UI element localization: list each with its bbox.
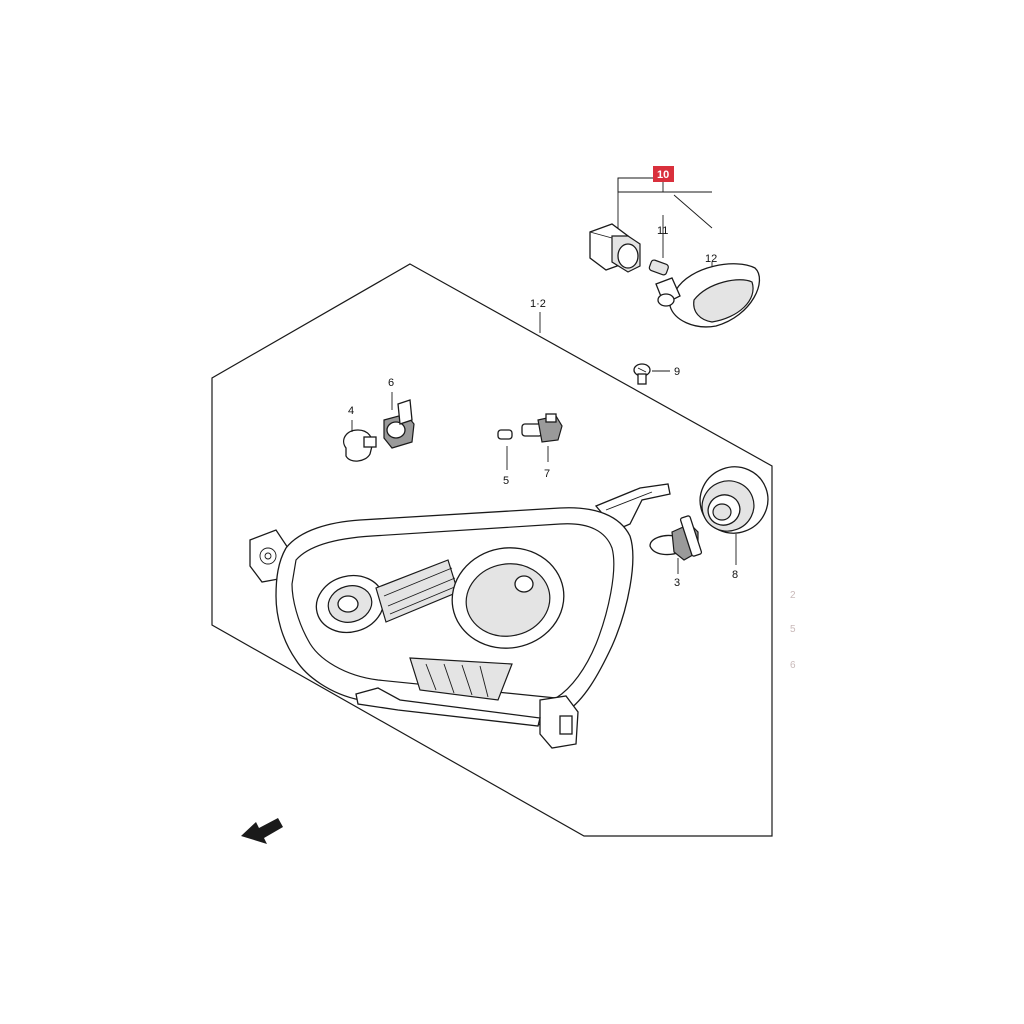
callout-bulb-5: 5 (503, 475, 509, 487)
ghost-text: 2 (790, 590, 796, 601)
halogen-bulb-3: 3 (649, 515, 703, 589)
socket-7: 7 (521, 413, 563, 480)
bulb-4: 4 (343, 405, 377, 462)
callout-bulb-4: 4 (348, 405, 354, 417)
ghost-text-group: 2 5 6 (790, 590, 796, 671)
leader-line (617, 177, 653, 228)
callout-socket-6: 6 (388, 377, 394, 389)
assembly-boundary (211, 263, 773, 837)
bracket-line (617, 178, 712, 193)
callout-lens-12: 12 (705, 253, 717, 265)
front-arrow-icon (241, 818, 283, 844)
callout-assembly: 1·2 (530, 298, 546, 310)
callout-side-lamp: 10 (657, 169, 669, 181)
callout-box-10 (653, 166, 674, 182)
side-lamp-lens (655, 263, 761, 328)
callout-cap-8: 8 (732, 569, 738, 581)
screw-9: 9 (633, 363, 680, 385)
ghost-text: 6 (790, 660, 796, 671)
callout-socket-7: 7 (544, 468, 550, 480)
side-lamp-socket (589, 223, 641, 273)
leader-line (673, 194, 713, 229)
rubber-cap-8: 8 (699, 466, 769, 581)
bulb-5: 5 (497, 429, 513, 487)
wedge-bulb-11 (648, 259, 669, 276)
callout-screw-9: 9 (674, 366, 680, 378)
socket-6: 6 (383, 377, 415, 449)
headlamp-housing (249, 483, 671, 749)
side-lamp-group: 10 11 12 (589, 166, 761, 328)
callout-bulb-3: 3 (674, 577, 680, 589)
ghost-text: 5 (790, 624, 796, 635)
callout-bulb-11: 11 (657, 225, 668, 237)
